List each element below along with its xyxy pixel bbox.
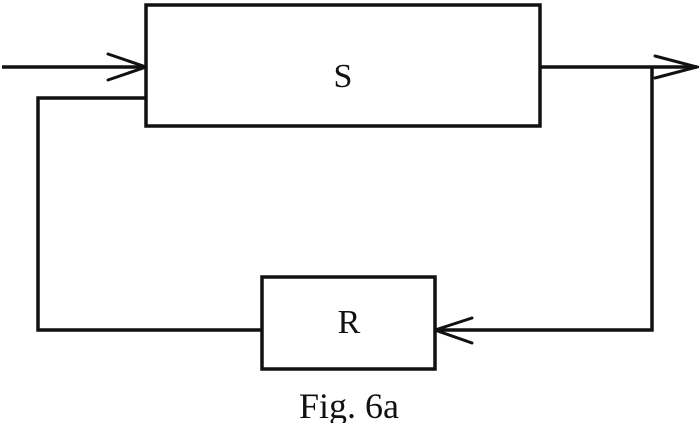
block-r-label: R [338, 304, 361, 341]
block-s-label: S [334, 58, 353, 95]
figure-caption: Fig. 6a [299, 386, 399, 423]
feedback-path-right [435, 67, 654, 332]
output-arrowhead [653, 54, 699, 80]
block-s-box [144, 3, 542, 128]
block-r: R [260, 275, 437, 371]
block-s: S [144, 3, 542, 128]
block-r-box [260, 275, 437, 371]
feedback-path-left [36, 96, 262, 332]
